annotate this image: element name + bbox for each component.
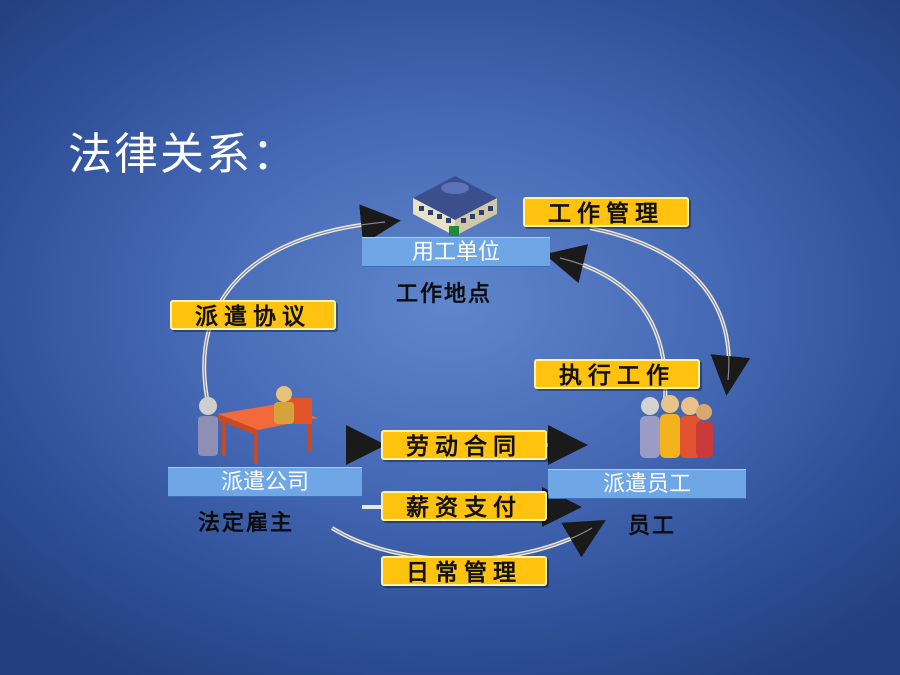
daily-management-tag: 日常管理 [381,556,547,586]
perform-work-tag: 执行工作 [534,359,700,389]
daily-management-arrow [330,519,606,562]
labor-contract-tag: 劳动合同 [381,430,547,460]
salary-payment-tag: 薪资支付 [381,491,547,521]
office-desk-icon [198,386,318,464]
employer-unit-sublabel: 工作地点 [396,282,493,307]
dispatch-company-label: 派遣公司 [168,467,362,497]
slide-title: 法律关系： [68,129,298,180]
employer-unit-label: 用工单位 [362,237,550,267]
dispatch-agreement-tag: 派遣协议 [170,300,336,330]
dispatched-staff-sublabel: 员工 [628,514,677,539]
dispatch-company-sublabel: 法定雇主 [198,511,295,536]
building-icon [413,176,497,236]
work-management-tag: 工作管理 [523,197,689,227]
dispatched-staff-label: 派遣员工 [548,469,746,499]
people-icon [640,395,713,458]
